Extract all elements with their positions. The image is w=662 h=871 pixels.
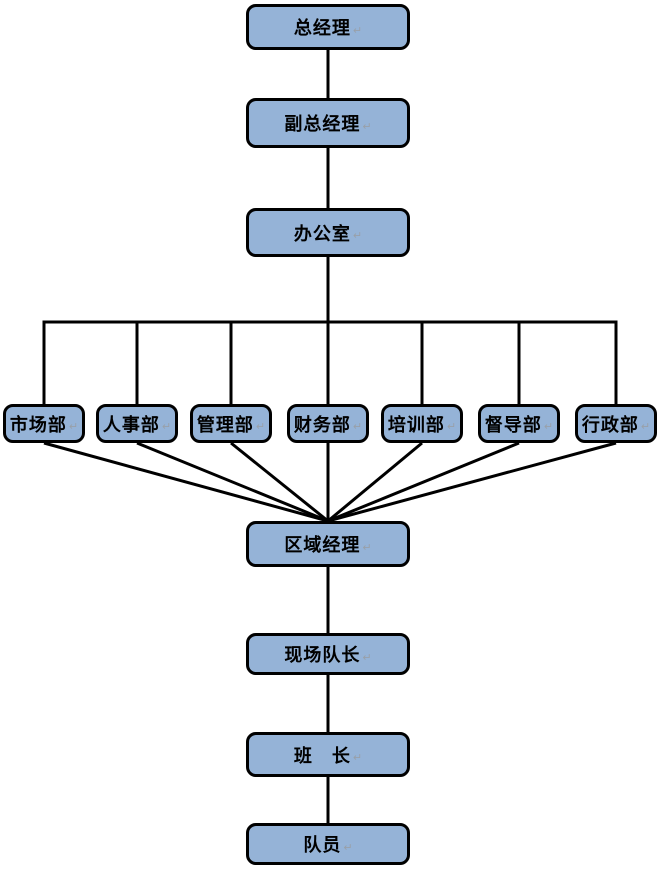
org-node-team-member: 队员 ↵ <box>246 823 410 865</box>
org-node-office: 办公室 ↵ <box>246 208 410 257</box>
org-node-management-dept: 管理部 ↵ <box>190 404 272 443</box>
org-node-hr-dept: 人事部 ↵ <box>96 404 178 443</box>
paragraph-return-mark: ↵ <box>352 229 363 242</box>
org-node-label: 副总经理 <box>284 114 361 135</box>
org-node-label: 行政部 <box>581 414 639 436</box>
org-node-label: 人事部 <box>102 414 160 436</box>
paragraph-return-mark: ↵ <box>362 119 372 133</box>
org-node-finance-dept: 财务部 ↵ <box>287 404 369 443</box>
org-node-label: 队员 <box>303 835 342 856</box>
org-node-label: 总经理 <box>293 18 351 39</box>
paragraph-return-mark: ↵ <box>352 420 363 433</box>
paragraph-return-mark: ↵ <box>446 420 457 433</box>
org-node-site-captain: 现场队长 ↵ <box>246 633 410 675</box>
paragraph-return-mark: ↵ <box>543 420 554 433</box>
paragraph-return-mark: ↵ <box>161 420 172 433</box>
paragraph-return-mark: ↵ <box>352 751 363 764</box>
org-node-label: 市场部 <box>9 414 67 436</box>
paragraph-return-mark: ↵ <box>68 420 79 433</box>
paragraph-return-mark: ↵ <box>255 420 266 433</box>
paragraph-return-mark: ↵ <box>640 420 651 433</box>
org-node-label: 财务部 <box>293 414 351 436</box>
org-node-label: 区域经理 <box>284 535 361 556</box>
org-node-training-dept: 培训部 ↵ <box>381 404 463 443</box>
org-node-marketing-dept: 市场部 ↵ <box>3 404 85 443</box>
org-node-supervision-dept: 督导部 ↵ <box>478 404 560 443</box>
org-node-label: 班 长 <box>293 745 351 767</box>
org-node-label: 督导部 <box>484 414 542 436</box>
org-node-label: 办公室 <box>293 223 351 245</box>
org-node-squad-leader: 班 长 ↵ <box>246 732 410 777</box>
paragraph-return-mark: ↵ <box>362 650 372 664</box>
paragraph-return-mark: ↵ <box>362 540 372 554</box>
org-node-general-manager: 总经理 ↵ <box>246 4 410 50</box>
paragraph-return-mark: ↵ <box>352 23 363 37</box>
org-node-admin-dept: 行政部 ↵ <box>575 404 657 443</box>
org-node-deputy-general-manager: 副总经理 ↵ <box>246 98 410 148</box>
paragraph-return-mark: ↵ <box>343 840 353 854</box>
org-node-regional-manager: 区域经理 ↵ <box>246 521 410 567</box>
org-node-label: 现场队长 <box>284 645 361 666</box>
org-node-label: 培训部 <box>387 414 445 436</box>
org-node-label: 管理部 <box>196 414 254 436</box>
